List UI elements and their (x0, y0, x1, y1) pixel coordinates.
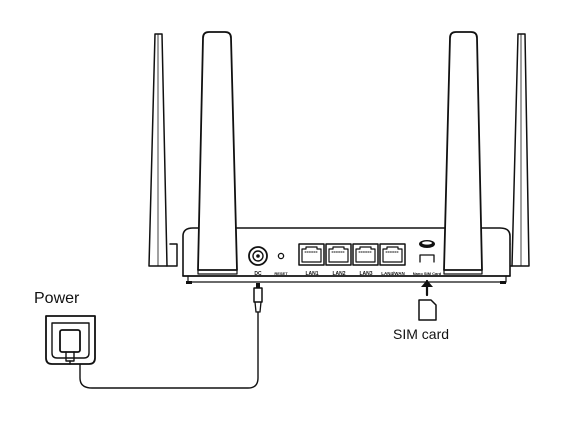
antenna-left-outer (148, 33, 178, 267)
lan2-port (325, 243, 352, 266)
power-adapter-icon (45, 315, 96, 365)
antenna-right-inner (443, 31, 483, 275)
antenna-left-inner (197, 31, 238, 275)
sim-card-label: SIM card (393, 326, 450, 342)
lan4-wan-port (379, 243, 406, 266)
dc-port-label: DC (254, 271, 262, 277)
lan4-wan-port-label: LAN4/WAN (381, 271, 405, 276)
router-body (182, 227, 511, 284)
dc-power-port (248, 246, 268, 266)
sim-card-icon (418, 299, 437, 321)
lan1-port (298, 243, 325, 266)
nano-sim-slot (419, 240, 435, 263)
reset-button (277, 252, 285, 260)
power-label: Power (34, 290, 80, 307)
nano-sim-port-label: Nano SIM Card (413, 271, 442, 276)
lan3-port-label: LAN3 (359, 271, 372, 277)
lan2-port-label: LAN2 (332, 271, 345, 277)
reset-port-label: RESET (274, 271, 288, 276)
power-cable (79, 283, 263, 389)
lan3-port (352, 243, 379, 266)
lan1-port-label: LAN1 (305, 271, 318, 277)
sim-insert-arrow-icon (421, 279, 433, 297)
